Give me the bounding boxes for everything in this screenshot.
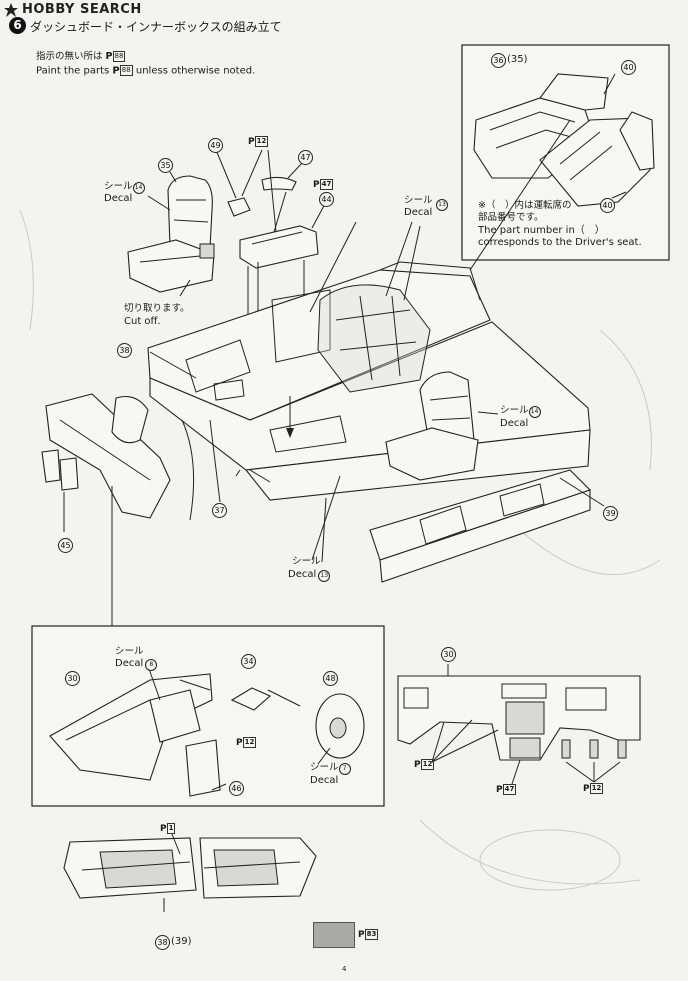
right-seat-drawing <box>385 371 479 481</box>
part-45-drawing <box>41 449 79 491</box>
part-num-40-alt: 40 <box>621 60 636 75</box>
part-num-40: 40 <box>600 198 615 213</box>
decal-label-3: Decal <box>500 418 529 429</box>
inset-note-jp2: 部品番号です。 <box>478 212 544 223</box>
dashboard-front-view-drawing <box>397 675 641 761</box>
cutoff-jp: 切り取ります。 <box>124 303 190 314</box>
star-icon <box>4 2 18 17</box>
interior-tub-drawing <box>147 261 591 501</box>
inset-part-34-drawing <box>230 687 272 711</box>
inset-note-jp1: ※（ ）内は運転席の <box>478 200 572 211</box>
inset-wheel-48-drawing <box>315 693 365 759</box>
part-num-45: 45 <box>58 538 73 553</box>
part-num-30-inset: 30 <box>65 671 80 686</box>
inset-dashboard-30-drawing <box>49 673 213 781</box>
front-seat-35-drawing <box>127 175 215 293</box>
part-num-36: 36 <box>491 53 506 68</box>
inset-note-en1: The part number in（ ） <box>478 225 605 236</box>
step-number-badge: 6 <box>9 17 26 34</box>
decal-label-2: Decal <box>404 207 433 218</box>
part-num-47: 47 <box>298 150 313 165</box>
part-num-46: 46 <box>229 781 244 796</box>
seal-label-2: シール <box>404 195 433 206</box>
part-num-49: 49 <box>208 138 223 153</box>
decal-label-6: Decal <box>310 775 339 786</box>
page-number: 4 <box>342 965 347 973</box>
step-title: ダッシュボード・インナーボックスの組み立て <box>30 20 282 34</box>
color-swatch <box>313 922 355 948</box>
decal-num-13-a: 13 <box>436 199 448 211</box>
console-parts-drawing <box>227 176 319 269</box>
part-num-30: 30 <box>441 647 456 662</box>
door-panels-drawing <box>63 837 317 899</box>
seal-label-4: シール <box>292 556 321 567</box>
part-num-37: 37 <box>212 503 227 518</box>
paren-35: (35) <box>507 54 528 65</box>
seat-part-40-drawing <box>539 111 655 207</box>
inset-part-46-drawing <box>185 739 221 797</box>
part-num-38-bottom: 38 <box>155 935 170 950</box>
hobby-search-logo: HOBBY SEARCH <box>4 2 142 17</box>
decal-label-1: Decal <box>104 193 133 204</box>
part-num-39: 39 <box>603 506 618 521</box>
part-num-34: 34 <box>241 654 256 669</box>
dashboard-38-drawing <box>45 393 171 519</box>
side-panel-39-drawing <box>369 469 592 583</box>
part-num-38: 38 <box>117 343 132 358</box>
paren-39: (39) <box>171 936 192 947</box>
logo-text: HOBBY SEARCH <box>22 2 142 17</box>
background-bleed <box>19 209 661 891</box>
inset-note-en2: corresponds to the Driver's seat. <box>478 237 642 248</box>
cutoff-en: Cut off. <box>124 316 161 327</box>
part-num-44: 44 <box>319 192 334 207</box>
seal-label-5: シール <box>115 646 144 657</box>
part-num-35: 35 <box>158 158 173 173</box>
part-num-48: 48 <box>323 671 338 686</box>
